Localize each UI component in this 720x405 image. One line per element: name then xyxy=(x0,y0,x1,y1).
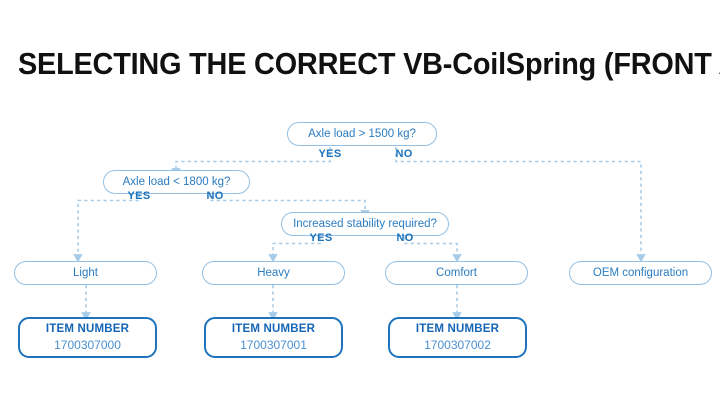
item-number-value: 1700307002 xyxy=(424,338,491,352)
branch-label-d2-no: NO xyxy=(206,190,224,202)
decision-node-increased-stability[interactable]: Increased stability required? xyxy=(281,212,449,236)
decision-node-label: Axle load > 1500 kg? xyxy=(308,128,416,140)
decision-node-label: Axle load < 1800 kg? xyxy=(122,176,231,188)
result-node-label: OEM configuration xyxy=(592,267,689,279)
decision-node-axle-load-1500[interactable]: Axle load > 1500 kg? xyxy=(287,122,437,146)
branch-label-d1-yes: YES xyxy=(318,148,342,160)
item-number-title: ITEM NUMBER xyxy=(231,323,316,335)
page-title: SELECTING THE CORRECT VB-CoilSpring (FRO… xyxy=(18,46,720,81)
result-node-label: Comfort xyxy=(436,267,477,279)
result-node-light[interactable]: Light xyxy=(14,261,157,285)
item-number-card-light[interactable]: ITEM NUMBER 1700307000 xyxy=(18,317,157,358)
branch-label-d3-yes: YES xyxy=(309,232,333,244)
result-node-oem-configuration[interactable]: OEM configuration xyxy=(569,261,712,285)
branch-label-d1-no: NO xyxy=(395,148,413,160)
decision-node-label: Increased stability required? xyxy=(293,218,437,230)
edge-d1-yes-to-d2 xyxy=(171,147,331,177)
branch-label-d3-no: NO xyxy=(396,232,414,244)
item-number-title: ITEM NUMBER xyxy=(45,323,130,335)
item-number-card-heavy[interactable]: ITEM NUMBER 1700307001 xyxy=(204,317,343,358)
decision-node-axle-load-1800[interactable]: Axle load < 1800 kg? xyxy=(103,170,250,194)
item-number-card-comfort[interactable]: ITEM NUMBER 1700307002 xyxy=(388,317,527,358)
result-node-label: Light xyxy=(73,267,98,279)
item-number-value: 1700307001 xyxy=(240,338,307,352)
branch-label-d2-yes: YES xyxy=(127,190,151,202)
item-number-value: 1700307000 xyxy=(54,338,121,352)
result-node-label: Heavy xyxy=(257,267,290,279)
result-node-heavy[interactable]: Heavy xyxy=(202,261,345,285)
result-node-comfort[interactable]: Comfort xyxy=(385,261,528,285)
edge-d1-no-to-oem xyxy=(395,147,646,263)
item-number-title: ITEM NUMBER xyxy=(415,323,500,335)
